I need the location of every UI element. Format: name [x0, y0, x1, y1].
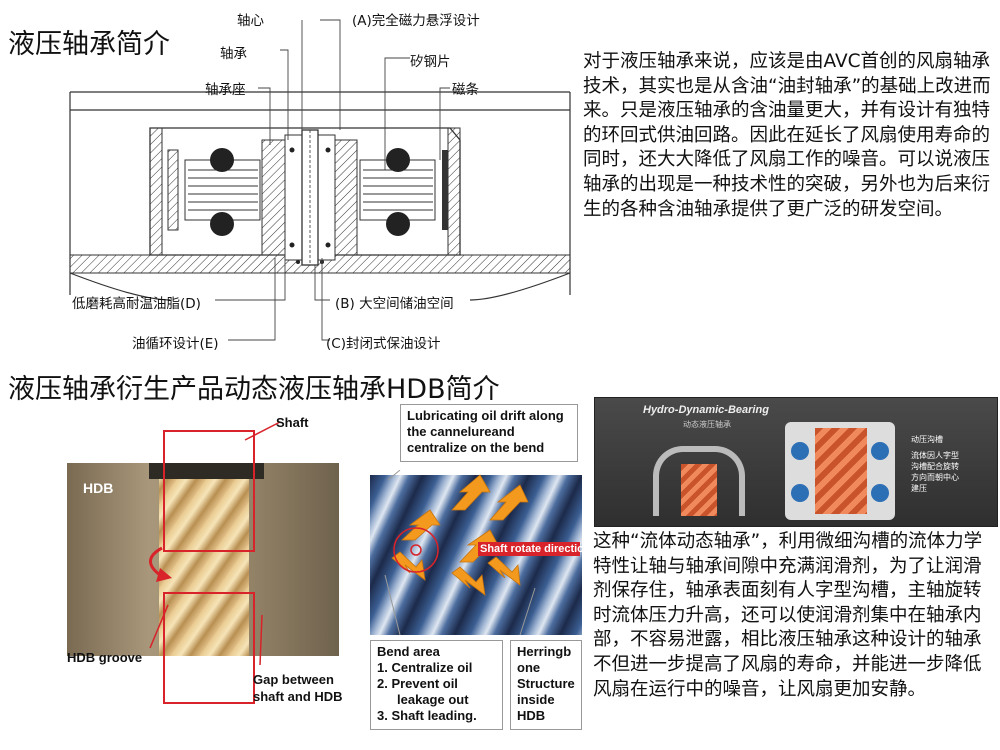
label-magnetic-strip: 磁条	[452, 82, 479, 98]
bend-area-callout-box: Bend area 1. Centralize oil 2. Prevent o…	[370, 640, 503, 730]
lubricating-line2: the cannelureand	[407, 424, 515, 439]
bend-area-item1: 1. Centralize oil	[377, 660, 473, 675]
label-shaft: Shaft	[276, 415, 309, 430]
closeup-arrows	[384, 470, 580, 636]
herringbone-line4: inside	[517, 692, 555, 707]
panel-note-fluid-line1: 流体因人字型	[911, 451, 959, 460]
label-a-magnetic: (A)完全磁力悬浮设计	[352, 13, 480, 29]
herringbone-callout-box: Herringb one Structure inside HDB	[510, 640, 582, 730]
panel-subtitle: 动态液压轴承	[683, 420, 731, 429]
bend-area-item2b: leakage out	[397, 692, 469, 707]
herringbone-line3: Structure	[517, 676, 575, 691]
section-title-hydraulic-bearing: 液压轴承简介	[8, 29, 170, 60]
shaft-body	[159, 463, 249, 656]
herringbone-line5: HDB	[517, 708, 546, 723]
lubricating-line3: centralize on the bend	[407, 440, 545, 455]
herringbone-line1: Herringb	[517, 644, 572, 659]
label-hdb-groove: HDB groove	[67, 650, 143, 665]
label-d-grease: 低磨耗高耐温油脂(D)	[72, 296, 201, 312]
lubricating-callout-box: Lubricating oil drift along the cannelur…	[400, 404, 578, 462]
label-shaft-rotate-direction: Shaft rotate direction	[480, 543, 591, 555]
label-gap-line2: shaft and HDB	[253, 689, 343, 704]
label-bearing-seat: 轴承座	[205, 82, 246, 98]
label-e-oil-cycle: 油循环设计(E)	[132, 336, 219, 352]
panel-note-fluid: 流体因人字型 沟槽配合旋转 方向而朝中心 建压	[911, 450, 959, 494]
bend-area-title: Bend area	[377, 644, 440, 659]
label-silicon-steel: 矽钢片	[410, 54, 451, 70]
panel-large-bearing	[785, 422, 895, 520]
lubricating-line1: Lubricating oil drift along	[407, 408, 564, 423]
section1-paragraph: 对于液压轴承来说，应该是由AVC首创的风扇轴承技术，其实也是从含油“油封轴承”的…	[583, 51, 991, 220]
hdb-groove-highlight-box	[163, 592, 255, 704]
bend-area-item3: 3. Shaft leading.	[377, 708, 477, 723]
section2-paragraph: 这种“流体动态轴承”，利用微细沟槽的流体力学特性让轴与轴承间隙中充满润滑剂，为了…	[593, 531, 983, 700]
label-c-sealed: (C)封闭式保油设计	[326, 336, 441, 352]
panel-title: Hydro-Dynamic-Bearing	[643, 404, 769, 416]
panel-note-groove: 动压沟槽	[911, 435, 943, 444]
section-title-hdb: 液压轴承衍生产品动态液压轴承HDB简介	[8, 374, 500, 405]
panel-note-fluid-line2: 沟槽配合旋转	[911, 462, 959, 471]
hdb-photo	[67, 463, 339, 656]
label-b-oil-storage: (B) 大空间储油空间	[335, 296, 454, 312]
panel-small-bearing	[653, 446, 745, 516]
panel-note-fluid-line4: 建压	[911, 484, 927, 493]
label-gap-line1: Gap between	[253, 672, 334, 687]
label-shaft-core: 轴心	[237, 13, 264, 29]
shaft-highlight-box	[163, 430, 255, 552]
label-bearing: 轴承	[220, 46, 247, 62]
label-hdb: HDB	[83, 480, 114, 496]
bearing-cross-section-diagram	[69, 19, 571, 341]
herringbone-line2: one	[517, 660, 541, 675]
hdb-panel: Hydro-Dynamic-Bearing 动态液压轴承 动压沟槽 流体因人字型…	[594, 397, 998, 527]
panel-note-fluid-line3: 方向而朝中心	[911, 473, 959, 482]
bend-area-item2: 2. Prevent oil	[377, 676, 458, 691]
shaft-top-cap	[149, 463, 264, 479]
photo-annotations	[149, 421, 281, 666]
